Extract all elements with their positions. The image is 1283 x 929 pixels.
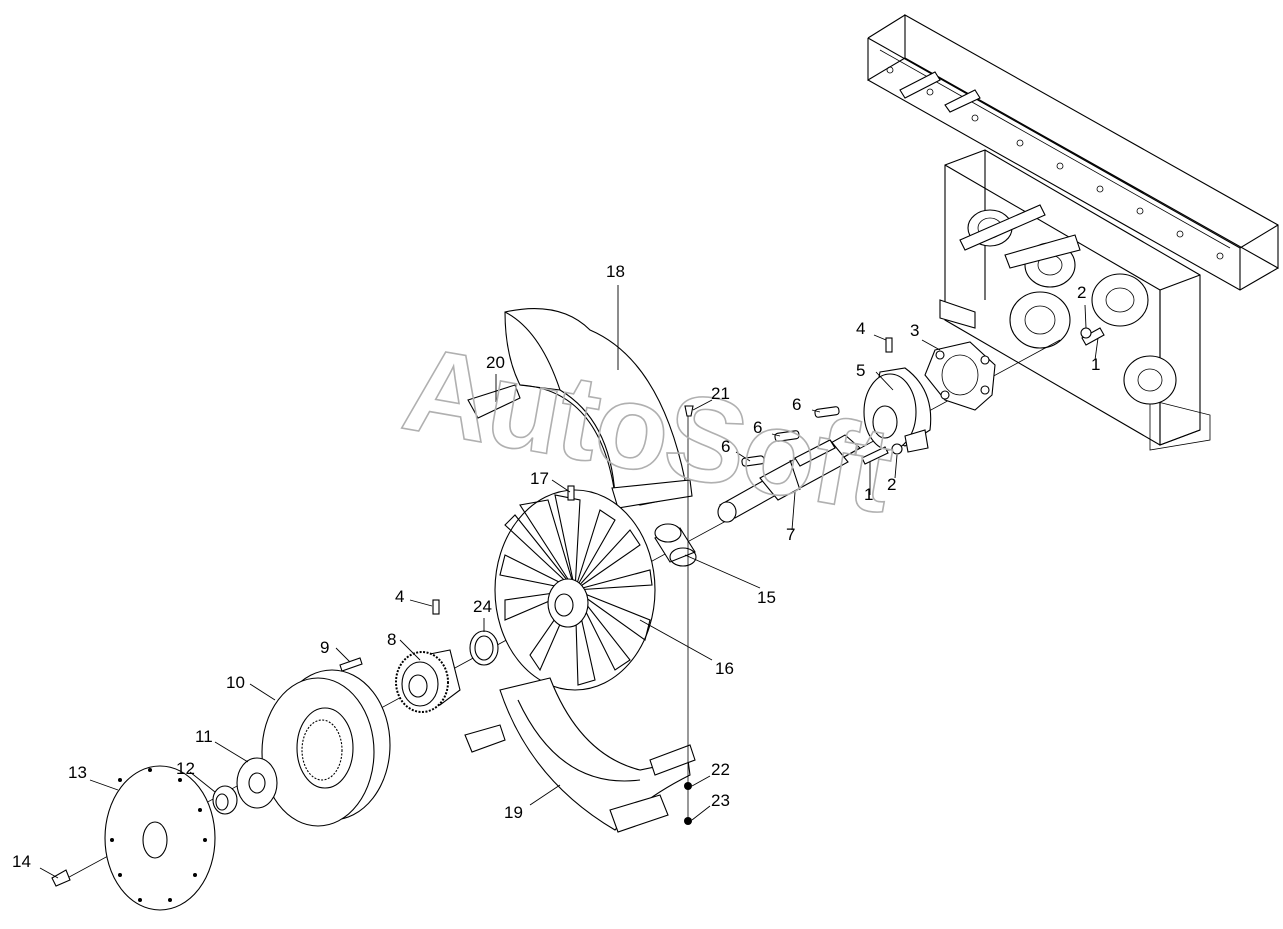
callout-22: 22 [711,760,730,779]
callout-15: 15 [757,588,776,607]
key-6-c [741,455,765,467]
callout-16: 16 [715,659,734,678]
flange-plate-3 [924,341,996,411]
callout-10: 10 [226,673,245,692]
screw-14 [51,869,71,887]
callout-23: 23 [711,791,730,810]
screw-4-middle [432,599,440,615]
callout-17: 17 [530,469,549,488]
callout-11: 11 [195,727,213,746]
bushing-15 [654,523,697,567]
leader-lines [39,285,1099,879]
callout-1: 1 [864,485,873,504]
bearing-12 [212,785,238,815]
callout-1: 1 [1091,355,1100,374]
retaining-plate-11 [236,757,278,809]
callout-5: 5 [856,361,865,380]
callout-18: 18 [606,262,625,281]
seal-ring-24 [469,630,499,666]
callout-20: 20 [486,353,505,372]
bolt-1-2-upper [1080,327,1105,346]
bolt-1-2-lower [861,443,903,465]
callout-labels: 1 1 2 2 3 4 4 5 6 6 6 7 8 9 10 11 12 13 … [12,262,1100,871]
callout-2: 2 [1077,283,1086,302]
gearbox-frame [867,14,1279,451]
nut-23 [684,817,692,825]
callout-19: 19 [504,803,523,822]
callout-14: 14 [12,852,31,871]
key-6-a [814,406,840,418]
callout-4: 4 [395,587,404,606]
callout-2: 2 [887,475,896,494]
callout-24: 24 [473,597,492,616]
screw-4-top [885,337,893,353]
coupling-housing-10 [261,669,391,827]
disc-13 [104,765,216,911]
callout-6: 6 [721,437,730,456]
key-6-b [774,430,800,442]
screw-21 [684,405,694,417]
callout-9: 9 [320,638,329,657]
screw-17 [567,485,575,501]
callout-21: 21 [711,384,730,403]
callout-7: 7 [786,525,795,544]
main-shaft-7 [717,434,861,523]
upper-shroud-18 [467,308,693,509]
callout-4: 4 [856,319,865,338]
callout-12: 12 [176,759,195,778]
lower-shroud-19 [464,677,696,833]
callout-6: 6 [792,395,801,414]
callout-13: 13 [68,763,87,782]
gear-8 [395,649,461,713]
callout-3: 3 [910,321,919,340]
callout-8: 8 [387,630,396,649]
screw-9 [339,657,363,672]
fan-16 [494,489,656,691]
watermark-text: AutoSoft [394,321,901,538]
callout-6: 6 [753,418,762,437]
